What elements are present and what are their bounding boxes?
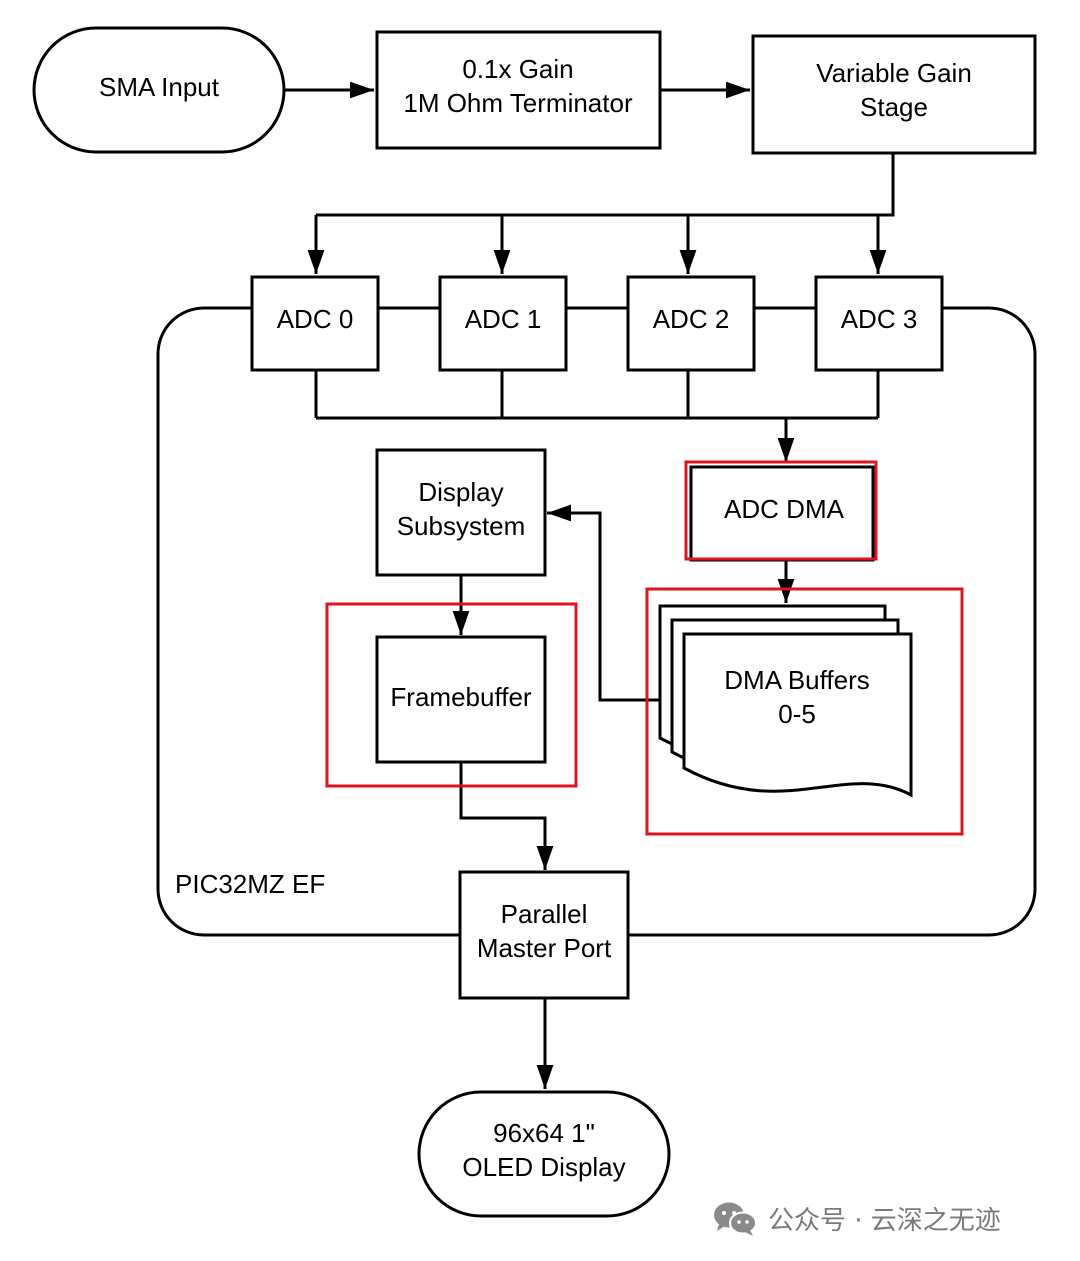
svg-text:ADC 1: ADC 1: [465, 304, 542, 334]
svg-text:Variable Gain: Variable Gain: [816, 58, 972, 88]
node-variable-gain-stage: Variable Gain Stage: [751, 34, 1037, 155]
svg-text:Framebuffer: Framebuffer: [390, 682, 531, 712]
svg-text:SMA Input: SMA Input: [99, 72, 220, 102]
node-sma-input: SMA Input: [32, 26, 286, 154]
watermark-text: 公众号 · 云深之无迹: [768, 1205, 1001, 1236]
connectors: [284, 81, 895, 1089]
node-adc-dma: ADC DMA: [689, 465, 875, 562]
svg-text:Subsystem: Subsystem: [397, 511, 526, 541]
pic32-container: [156, 306, 1037, 937]
node-dma-buffers: DMA Buffers 0-5: [658, 604, 913, 798]
watermark: 公众号 · 云深之无迹: [712, 1196, 1001, 1240]
dma-buffer-sheet-front: [682, 632, 913, 798]
svg-text:ADC 3: ADC 3: [841, 304, 918, 334]
node-parallel-master-port: Parallel Master Port: [458, 870, 630, 1000]
svg-text:DMA Buffers: DMA Buffers: [724, 665, 869, 695]
highlight-dma-buffers: [645, 587, 964, 836]
svg-text:1M Ohm Terminator: 1M Ohm Terminator: [403, 88, 633, 118]
node-gain-terminator: 0.1x Gain 1M Ohm Terminator: [375, 30, 662, 150]
svg-text:OLED Display: OLED Display: [462, 1152, 625, 1182]
svg-text:ADC 0: ADC 0: [277, 304, 354, 334]
highlights: [325, 460, 964, 836]
svg-text:0-5: 0-5: [778, 699, 816, 729]
svg-text:Display: Display: [418, 477, 503, 507]
node-oled-display: 96x64 1" OLED Display: [417, 1090, 671, 1218]
highlight-framebuffer: [325, 602, 578, 788]
highlight-adc-dma: [684, 460, 878, 561]
node-framebuffer: Framebuffer: [375, 635, 547, 764]
svg-text:96x64 1": 96x64 1": [493, 1118, 595, 1148]
line-variable-gain-down: [316, 153, 895, 217]
wechat-icon: [712, 1198, 758, 1238]
svg-text:Stage: Stage: [860, 92, 928, 122]
node-adc2: ADC 2: [626, 275, 756, 372]
svg-text:Master Port: Master Port: [477, 933, 612, 963]
svg-text:Parallel: Parallel: [501, 899, 588, 929]
node-adc3: ADC 3: [814, 275, 944, 372]
arrow-framebuffer-to-pmp: [459, 762, 554, 870]
pic32-container-label: PIC32MZ EF: [175, 869, 325, 899]
node-adc1: ADC 1: [438, 275, 568, 372]
node-display-subsystem: Display Subsystem: [375, 448, 547, 577]
svg-text:ADC 2: ADC 2: [653, 304, 730, 334]
svg-text:ADC DMA: ADC DMA: [724, 494, 845, 524]
svg-text:0.1x Gain: 0.1x Gain: [462, 54, 573, 84]
arrow-buffers-to-display: [547, 504, 660, 702]
node-adc0: ADC 0: [250, 275, 380, 372]
